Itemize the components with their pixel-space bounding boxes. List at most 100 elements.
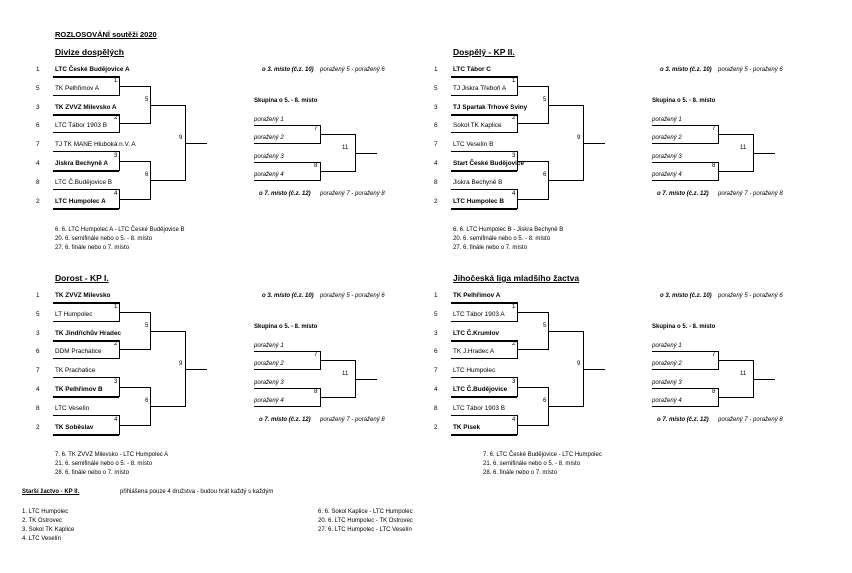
group-semifinal-number: 7 <box>712 126 716 132</box>
group-slot: poražený 3 <box>652 380 682 386</box>
schedule-note: 20. 6. semifinále nebo o 5. - 8. místo <box>453 236 551 242</box>
seed-number: 2 <box>434 198 438 205</box>
seventh-place-label: o 7. místo (č.z. 12) <box>657 191 709 197</box>
group-semifinal-number: 7 <box>712 352 716 358</box>
team-slot-line <box>53 151 119 152</box>
team-slot-line <box>53 434 119 436</box>
semifinal-number: 5 <box>543 323 547 329</box>
bracket-title: Dospělý - KP II. <box>453 47 515 57</box>
team-slot-line <box>53 377 119 378</box>
bracket-connector <box>753 153 775 154</box>
third-place-score: poražený 5 - poražený 6 <box>320 67 385 73</box>
team-slot-line <box>53 340 119 342</box>
seed-number: 7 <box>434 367 438 374</box>
starsi-team-2: 2. TK Ostrovec <box>22 518 62 524</box>
team-name: LTC Tábor 1903 B <box>55 122 107 129</box>
team-name: TK Pelhřimov A <box>453 292 501 299</box>
team-slot-line <box>53 95 119 96</box>
team-slot-line <box>451 302 517 304</box>
seed-number: 5 <box>434 311 438 318</box>
seventh-place-score: poražený 7 - poražený 8 <box>718 191 783 197</box>
group-semifinal-number: 8 <box>712 163 716 169</box>
match-number: 1 <box>114 304 118 310</box>
bracket-connector <box>150 180 185 181</box>
group-final-number: 11 <box>342 371 349 377</box>
group-semifinal-number: 7 <box>314 126 318 132</box>
bracket-connector <box>548 406 583 407</box>
team-slot-line <box>451 321 517 322</box>
team-slot-line <box>53 208 119 210</box>
bracket-connector <box>548 331 583 332</box>
team-name: TK Pelhřimov A <box>55 85 100 92</box>
team-name: LTC Č.Budějovice B <box>55 179 113 186</box>
bracket-connector <box>150 331 185 332</box>
seed-number: 1 <box>434 292 438 299</box>
seed-number: 6 <box>434 122 438 129</box>
seed-number: 4 <box>434 160 438 167</box>
team-slot-line <box>451 132 517 133</box>
schedule-note: 27. 6. finále nebo o 7. místo <box>55 245 130 251</box>
semifinal-number: 5 <box>543 97 547 103</box>
seventh-place-label: o 7. místo (č.z. 12) <box>657 417 709 423</box>
seed-number: 2 <box>434 424 438 431</box>
group-semifinal-number: 7 <box>314 352 318 358</box>
seed-number: 5 <box>36 85 40 92</box>
seed-number: 8 <box>434 405 438 412</box>
group-slot: poražený 4 <box>652 398 682 404</box>
group-slot-line <box>652 406 718 407</box>
team-name: DDM Prachatice <box>55 348 102 355</box>
team-name: TK ZVVZ Milevsko A <box>55 104 117 111</box>
team-name: TK Soběslav <box>55 424 94 431</box>
schedule-note: 20. 6. semifinále nebo o 5. - 8. místo <box>55 236 153 242</box>
third-place-label: o 3. místo (č.z. 10) <box>262 293 314 299</box>
final-number: 9 <box>577 361 581 367</box>
team-slot-line <box>451 396 517 398</box>
bracket-connector <box>119 387 150 388</box>
group-semifinal-number: 8 <box>314 163 318 169</box>
bracket-connector <box>119 86 150 87</box>
bracket-connector <box>320 360 355 361</box>
team-slot-line <box>451 340 517 342</box>
semifinal-number: 6 <box>543 398 547 404</box>
team-name: TJ Jiskra Třeboň A <box>453 85 507 92</box>
group-slot-line <box>652 180 718 181</box>
schedule-note: 21. 6. semifinále nebo o 5. - 8. místo <box>483 461 581 467</box>
bracket-connector <box>718 360 753 361</box>
group-title: Skupina o 5. - 8. místo <box>254 324 318 330</box>
group-slot: poražený 1 <box>254 343 284 349</box>
team-name: LTC Č.Krumlov <box>453 330 500 337</box>
group-slot: poražený 3 <box>254 154 284 160</box>
group-slot: poražený 1 <box>652 343 682 349</box>
bracket-connector <box>355 153 377 154</box>
schedule-note: 7. 6. LTC České Budějovice - LTC Humpole… <box>483 452 602 458</box>
seed-number: 6 <box>36 122 40 129</box>
seed-number: 1 <box>434 66 438 73</box>
team-name: TK Pelhřimov B <box>55 386 103 393</box>
starsi-match-1: 6. 6. Sokol Kaplice - LTC Humpolec <box>318 509 413 515</box>
third-place-label: o 3. místo (č.z. 10) <box>660 293 712 299</box>
match-number: 4 <box>114 417 118 423</box>
bracket-connector <box>320 171 355 172</box>
page-title: ROZLOSOVÁNÍ soutěží 2020 <box>55 30 157 39</box>
bracket-connector <box>583 143 605 144</box>
group-slot: poražený 4 <box>652 172 682 178</box>
match-number: 1 <box>512 304 516 310</box>
schedule-note: 6. 6. LTC Humpolec A - LTC České Budějov… <box>55 227 185 233</box>
starsi-match-3: 27. 6. LTC Humpolec - LTC Veselín <box>318 527 412 533</box>
group-slot-line <box>254 180 320 181</box>
group-slot: poražený 2 <box>254 361 284 367</box>
match-number: 3 <box>512 379 516 385</box>
bracket-connector <box>548 180 583 181</box>
seventh-place-label: o 7. místo (č.z. 12) <box>259 191 311 197</box>
match-number: 1 <box>512 78 516 84</box>
seed-number: 3 <box>36 104 40 111</box>
bracket-connector <box>119 349 150 350</box>
team-slot-line <box>53 114 119 116</box>
seed-number: 6 <box>36 348 40 355</box>
team-slot-line <box>53 170 119 172</box>
group-final-number: 11 <box>740 145 747 151</box>
group-final-number: 11 <box>740 371 747 377</box>
team-name: LTC Tábor 1903 B <box>453 405 505 412</box>
match-number: 4 <box>114 191 118 197</box>
team-name: LTC Tábor C <box>453 66 491 73</box>
